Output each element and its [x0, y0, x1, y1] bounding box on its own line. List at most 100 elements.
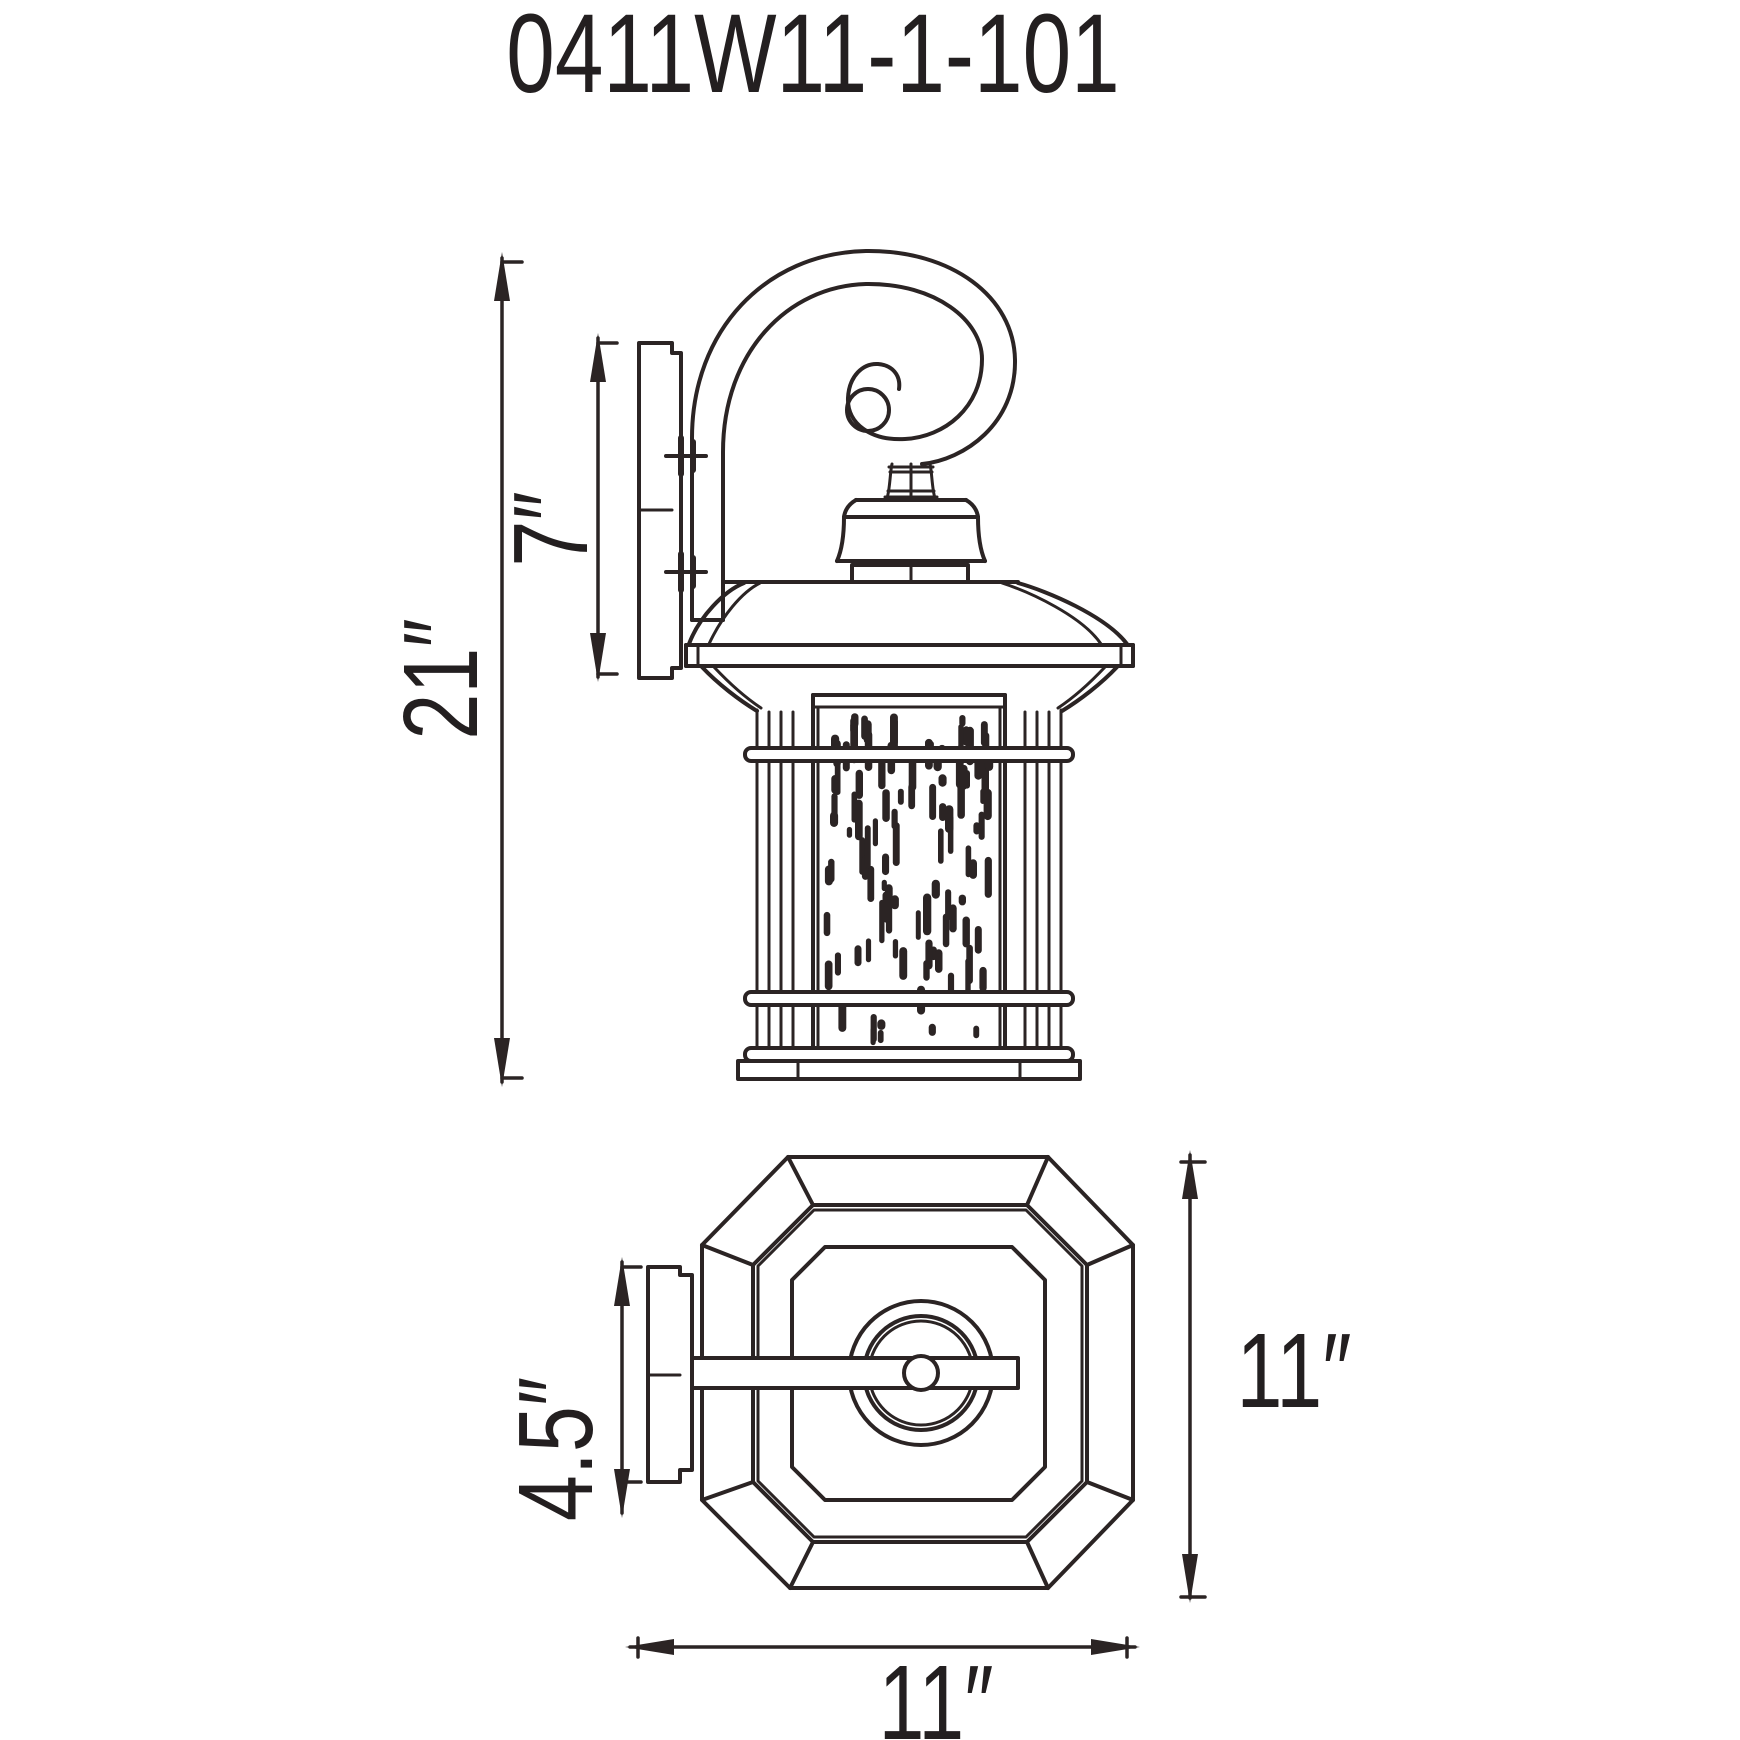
dimension-line-backplate-width	[614, 1257, 643, 1518]
glass-seed-dash	[824, 960, 833, 991]
lantern-base	[736, 1059, 1082, 1081]
glass-seed-dash	[828, 858, 835, 883]
bottom-view	[614, 1150, 1207, 1659]
glass-seed-dash	[877, 1019, 886, 1030]
arrowhead-down	[614, 1469, 630, 1518]
scroll-arm	[690, 248, 1018, 622]
glass-seed-dash	[979, 966, 987, 992]
glass-seed-dash	[890, 713, 898, 747]
arrowhead-up	[614, 1257, 630, 1306]
screw-icon	[664, 435, 708, 477]
mounting-arm	[690, 1356, 1020, 1390]
arrowhead-left	[625, 1639, 674, 1655]
lantern-roof	[684, 580, 1135, 713]
glass-seed-dash	[959, 715, 966, 727]
arrowhead-down	[590, 633, 606, 682]
glass-seed-dash	[865, 938, 872, 963]
glass-seed-dash	[881, 879, 887, 892]
octagon-miter-lines	[700, 1155, 1135, 1590]
dimension-line-backplate-height	[590, 333, 619, 682]
glass-seed-dash	[864, 825, 871, 869]
wall-plate	[637, 341, 683, 680]
glass-seed-dash	[938, 774, 947, 787]
glass-seed-dash	[939, 803, 947, 821]
glass-seed-dash	[969, 859, 977, 879]
glass-seed-dash	[983, 788, 992, 821]
glass-seed-dash	[908, 757, 917, 791]
glass-seed-dash	[942, 913, 950, 948]
glass-seed-dash	[834, 761, 841, 795]
glass-seed-dash	[879, 899, 885, 944]
glass-seed-dash	[877, 1029, 884, 1044]
roof-brim	[684, 643, 1135, 668]
glass-seed-dash	[974, 926, 982, 954]
arrowhead-up	[494, 252, 510, 301]
glass-seed-dash	[958, 894, 966, 906]
glass-seed-dash	[882, 853, 890, 876]
glass-seed-dash	[891, 808, 898, 830]
glass-seed-dash	[964, 770, 970, 789]
glass-seed-dash	[867, 865, 875, 902]
glass-seed-dash	[957, 779, 965, 819]
depth-label: 11″	[1236, 1312, 1352, 1430]
glass-seed-dash	[823, 911, 831, 937]
width-label: 11″	[878, 1644, 994, 1740]
finial-cap	[835, 498, 987, 584]
glass-seed-dash	[854, 945, 862, 967]
glass-seed-dash	[838, 1001, 847, 1032]
glass-seed-dash	[855, 769, 863, 799]
glass-seed-dash	[892, 822, 900, 866]
octagon-outline	[700, 1155, 1135, 1590]
dimension-line-depth	[1179, 1150, 1207, 1603]
glass-seed-dash	[851, 713, 859, 728]
model-number-title: 0411W11-1-101	[506, 0, 1120, 116]
glass-seed-dash	[870, 1014, 877, 1043]
backplate-bottom-view	[646, 1265, 694, 1484]
overall-height-label: 21″	[382, 618, 500, 740]
glass-seed-dash	[892, 939, 899, 959]
glass-seed-dash	[855, 799, 863, 841]
glass-seed-dash	[962, 916, 970, 948]
cage-rail-lower	[743, 990, 1075, 1007]
glass-seed-dash	[973, 1025, 980, 1039]
dimension-line-overall-height	[494, 252, 524, 1087]
glass-seed-dash	[890, 895, 899, 910]
arrowhead-up	[1182, 1150, 1198, 1199]
glass-seed-dash	[863, 720, 872, 744]
glass-seed-dash	[882, 789, 890, 822]
glass-seed-dash	[925, 939, 933, 970]
arrowhead-down	[1182, 1554, 1198, 1603]
finial-stem	[883, 462, 939, 500]
glass-seed-dash	[931, 879, 940, 899]
glass-seed-dash	[973, 822, 980, 835]
side-view	[494, 248, 1135, 1087]
glass-seed-dash	[984, 856, 992, 898]
glass-seed-dash	[929, 783, 937, 820]
arrowhead-right	[1091, 1639, 1140, 1655]
glass-seed-dash	[928, 1023, 936, 1036]
glass-seed-dash	[978, 811, 985, 840]
lantern-cage	[736, 693, 1082, 1081]
arrowhead-up	[590, 333, 606, 382]
glass-seed-dash	[897, 788, 904, 805]
backplate-width-label: 4.5″	[497, 1376, 615, 1522]
arrowhead-down	[494, 1038, 510, 1087]
inner-octagon	[790, 1245, 1047, 1502]
glass-seed-dash	[966, 944, 973, 984]
backplate-height-label: 7″	[492, 491, 610, 567]
screw-icon	[664, 551, 708, 593]
glass-seed-dash	[830, 811, 839, 827]
glass-seed-dash	[899, 947, 908, 980]
glass-seed-dash	[945, 805, 954, 833]
glass-seed-dash	[938, 828, 944, 864]
glass-seed-dash	[834, 952, 841, 976]
glass-seed-dash	[908, 783, 916, 810]
glass-seed-dash	[935, 949, 943, 973]
glass-seed-dash	[846, 826, 853, 838]
glass-seed-dash	[872, 818, 878, 847]
cage-rail-top	[743, 746, 1075, 763]
scroll-eye	[845, 387, 891, 433]
glass-seed-dash	[949, 904, 957, 933]
